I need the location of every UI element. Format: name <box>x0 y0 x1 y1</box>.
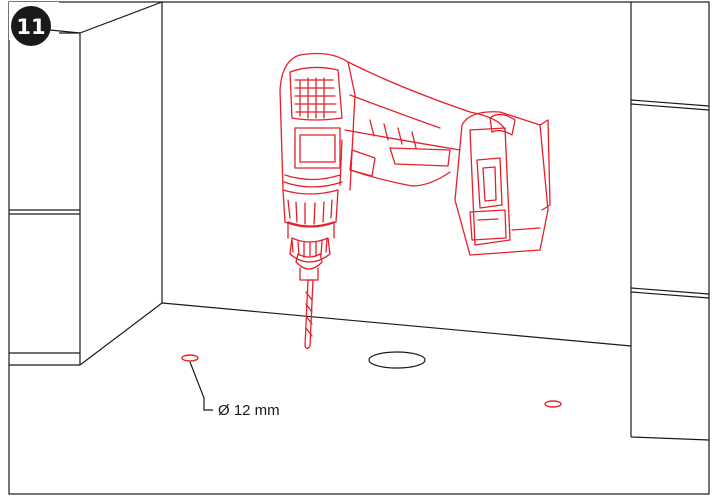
drill-motor-housing <box>279 52 356 191</box>
hole-diameter-label: Ø 12 mm <box>218 402 280 419</box>
center-hole <box>368 351 426 369</box>
step-badge: 11 <box>9 2 81 46</box>
left-cabinet <box>9 1 163 366</box>
drill-chuck <box>287 221 335 281</box>
drill-bit <box>304 279 314 350</box>
drill-battery <box>454 111 551 256</box>
drill-hole-right <box>544 400 562 408</box>
cabinet-floor <box>9 302 632 366</box>
dimension-leader-line <box>189 361 213 411</box>
step-number: 11 <box>16 15 45 39</box>
cordless-drill-icon <box>279 52 551 350</box>
drill-hole-left <box>181 354 199 362</box>
drill-handle <box>339 61 506 187</box>
right-cabinet <box>630 2 710 441</box>
drill-clutch <box>282 189 339 228</box>
illustration-frame <box>8 1 710 495</box>
